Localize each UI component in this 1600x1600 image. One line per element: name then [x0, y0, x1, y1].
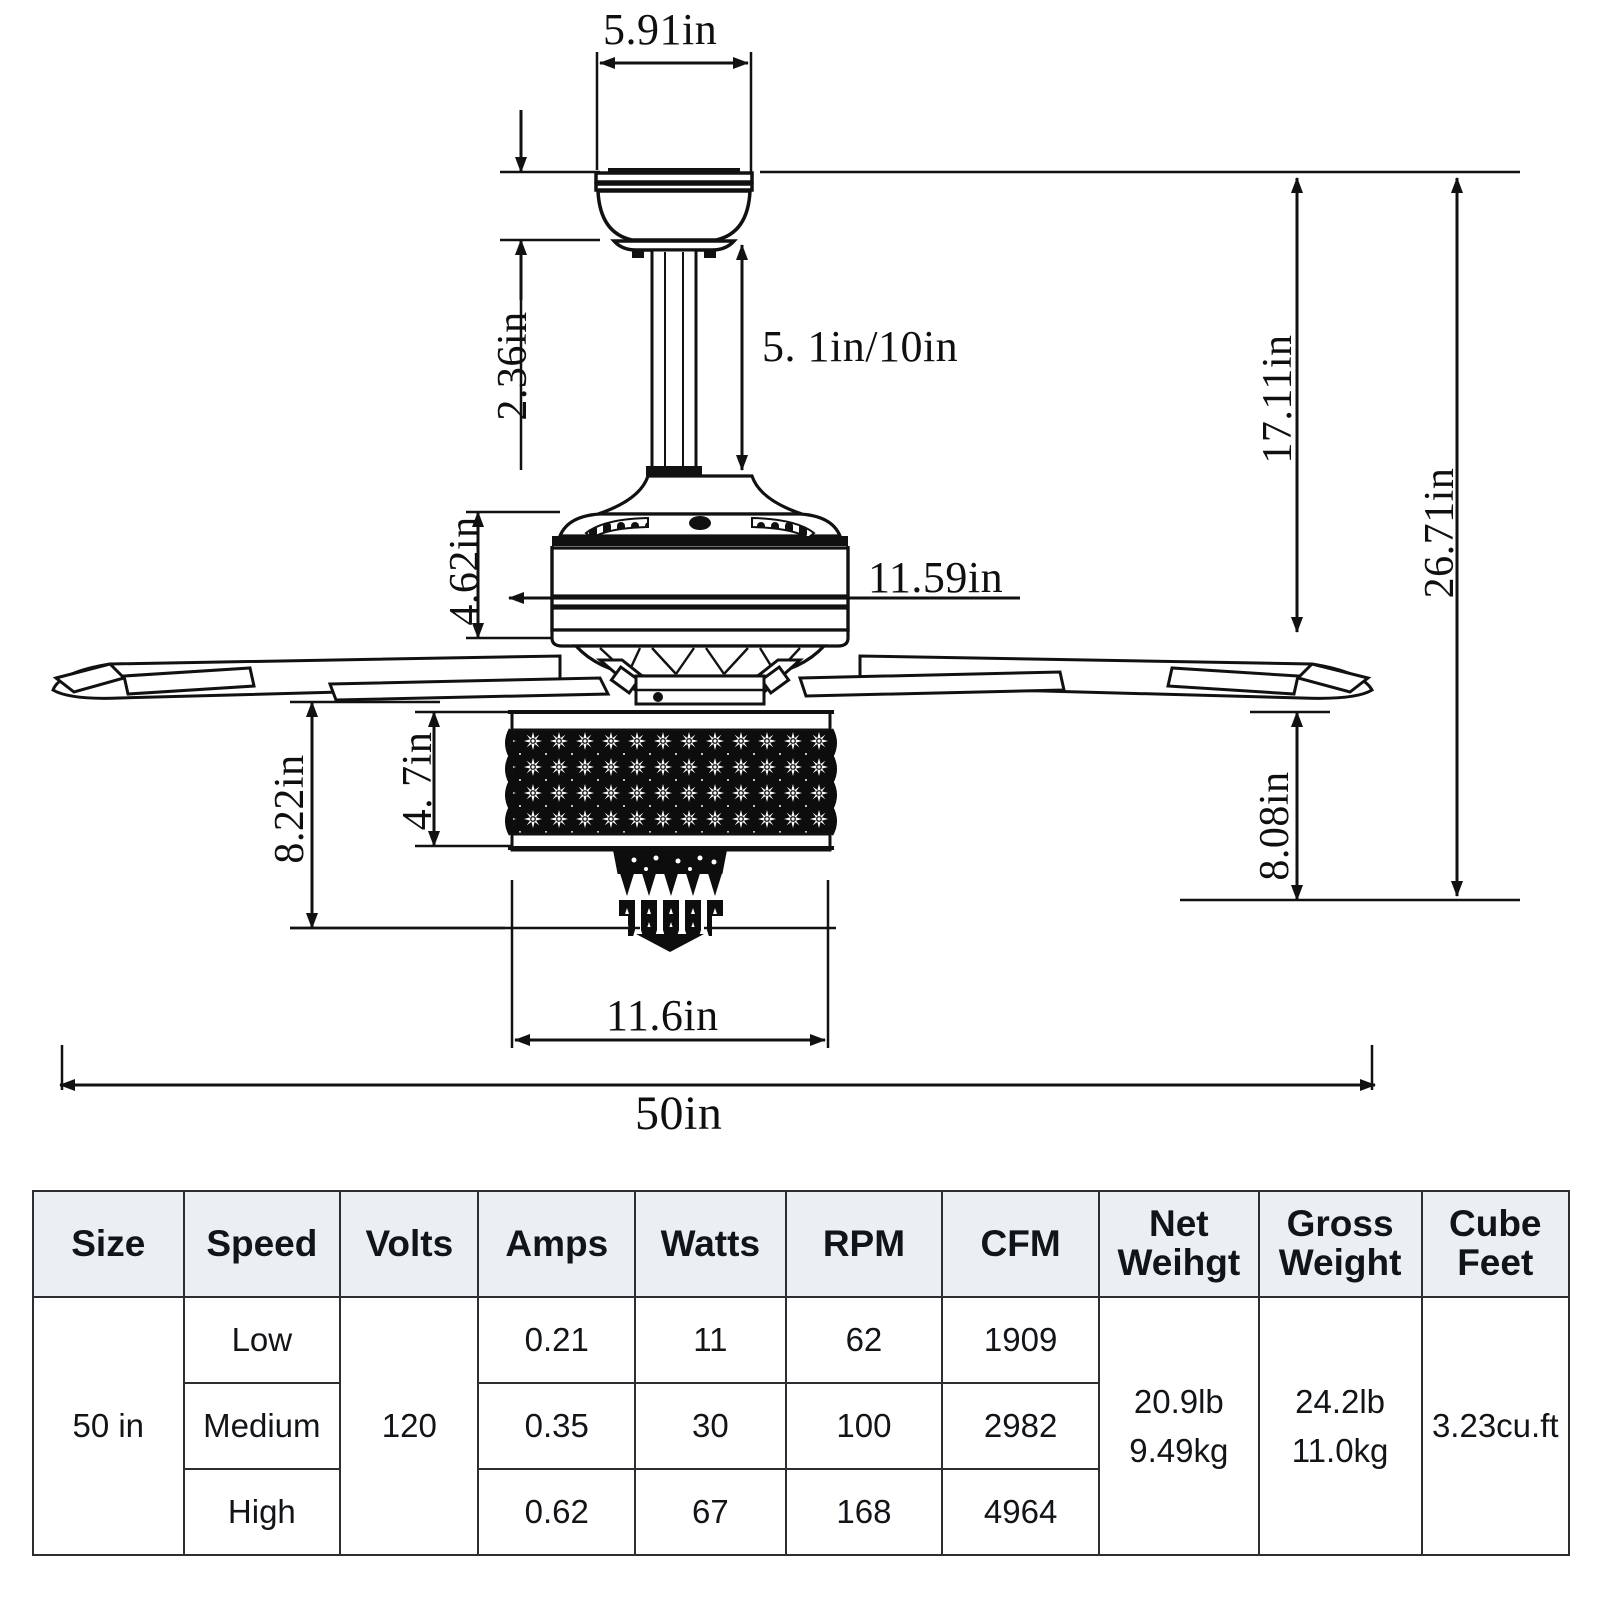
- col-header-speed: Speed: [182, 1190, 342, 1298]
- cell-cfm-low: 1909: [941, 1296, 1100, 1384]
- cell-rpm-high: 168: [784, 1468, 944, 1556]
- dim-canopy-height: 2.36in: [490, 311, 536, 421]
- col-header-rpm-label: RPM: [822, 1222, 906, 1264]
- col-header-speed-label: Speed: [206, 1222, 318, 1264]
- dim-motor-height: 4.62in: [442, 516, 488, 626]
- gross-weight-kg: 11.0kg: [1291, 1432, 1389, 1469]
- col-header-cube-feet-line1: Cube: [1449, 1203, 1542, 1245]
- specification-table: Size Speed Volts Amps Watts RPM CFM Net …: [32, 1190, 1570, 1556]
- dim-shade-height: 4. 7in: [395, 731, 441, 831]
- cell-speed-high: High: [182, 1468, 342, 1556]
- fan-drawing-svg: [51, 52, 1520, 1091]
- dim-motor-width: 11.59in: [868, 553, 1004, 602]
- col-header-cfm: CFM: [941, 1190, 1100, 1298]
- cell-cfm-high: 4964: [941, 1468, 1100, 1556]
- col-header-net-weight: Net Weihgt: [1097, 1190, 1260, 1298]
- cell-watts-high: 67: [634, 1468, 787, 1556]
- cell-rpm-low: 62: [784, 1296, 944, 1384]
- col-header-volts-label: Volts: [365, 1222, 454, 1264]
- cell-amps-low: 0.21: [477, 1296, 637, 1384]
- col-header-cfm-label: CFM: [980, 1222, 1061, 1264]
- dim-blade-span: 50in: [635, 1087, 723, 1140]
- col-header-rpm: RPM: [784, 1190, 944, 1298]
- col-header-amps-label: Amps: [505, 1222, 609, 1264]
- col-header-gross-weight: Gross Weight: [1257, 1190, 1423, 1298]
- cell-size: 50 in: [32, 1296, 185, 1556]
- net-weight-kg: 9.49kg: [1129, 1432, 1229, 1469]
- table-header-row: Size Speed Volts Amps Watts RPM CFM Net …: [32, 1190, 1570, 1298]
- table-row: Medium 0.35 30 100 2982: [33, 1382, 1569, 1470]
- cell-volts: 120: [339, 1296, 480, 1556]
- dim-ceiling-to-blade: 17.11in: [1255, 334, 1301, 464]
- cell-cube-feet: 3.23cu.ft: [1420, 1296, 1570, 1556]
- dim-canopy-width: 5.91in: [603, 5, 718, 54]
- cell-speed-low: Low: [182, 1296, 342, 1384]
- net-weight-lb: 20.9lb: [1133, 1382, 1224, 1420]
- table-row: High 0.62 67 168 4964: [33, 1468, 1569, 1556]
- col-header-gross-weight-line2: Weight: [1278, 1242, 1402, 1283]
- dim-downrod-length: 5. 1in/10in: [762, 322, 959, 371]
- gross-weight-lb: 24.2lb: [1295, 1382, 1386, 1420]
- cell-amps-high: 0.62: [477, 1468, 637, 1556]
- cell-cfm-medium: 2982: [941, 1382, 1100, 1470]
- cell-net-weight: 20.9lb 9.49kg: [1097, 1296, 1260, 1556]
- dim-blade-to-bottom: 8.22in: [267, 754, 313, 864]
- col-header-size: Size: [32, 1190, 185, 1298]
- col-header-net-weight-line1: Net: [1149, 1203, 1209, 1245]
- dim-blade-to-floor: 8.08in: [1252, 771, 1298, 881]
- dim-total-height: 26.71in: [1417, 467, 1463, 599]
- dim-shade-width: 11.6in: [606, 991, 719, 1040]
- cell-amps-medium: 0.35: [477, 1382, 637, 1470]
- col-header-cube-feet-line2: Feet: [1457, 1242, 1534, 1283]
- fan-dimension-drawing: 5.91in 2.36in 5. 1in/10in 4.62in 11.59in…: [51, 5, 1520, 1140]
- col-header-gross-weight-line1: Gross: [1286, 1203, 1394, 1245]
- table-row: 50 in Low 120 0.21 11 62 1909 20.9lb 9.4…: [32, 1296, 1570, 1556]
- cell-speed-medium: Medium: [182, 1382, 342, 1470]
- col-header-cube-feet: Cube Feet: [1420, 1190, 1570, 1298]
- col-header-watts: Watts: [634, 1190, 787, 1298]
- cell-rpm-medium: 100: [784, 1382, 944, 1470]
- col-header-amps: Amps: [477, 1190, 637, 1298]
- cell-gross-weight: 24.2lb 11.0kg: [1257, 1296, 1423, 1556]
- cell-watts-medium: 30: [634, 1382, 787, 1470]
- col-header-watts-label: Watts: [660, 1222, 761, 1264]
- specification-table-container: Size Speed Volts Amps Watts RPM CFM Net …: [32, 1190, 1570, 1556]
- col-header-volts: Volts: [339, 1190, 480, 1298]
- col-header-net-weight-line2: Weihgt: [1117, 1242, 1241, 1283]
- cell-watts-low: 11: [634, 1296, 787, 1384]
- col-header-size-label: Size: [71, 1222, 146, 1264]
